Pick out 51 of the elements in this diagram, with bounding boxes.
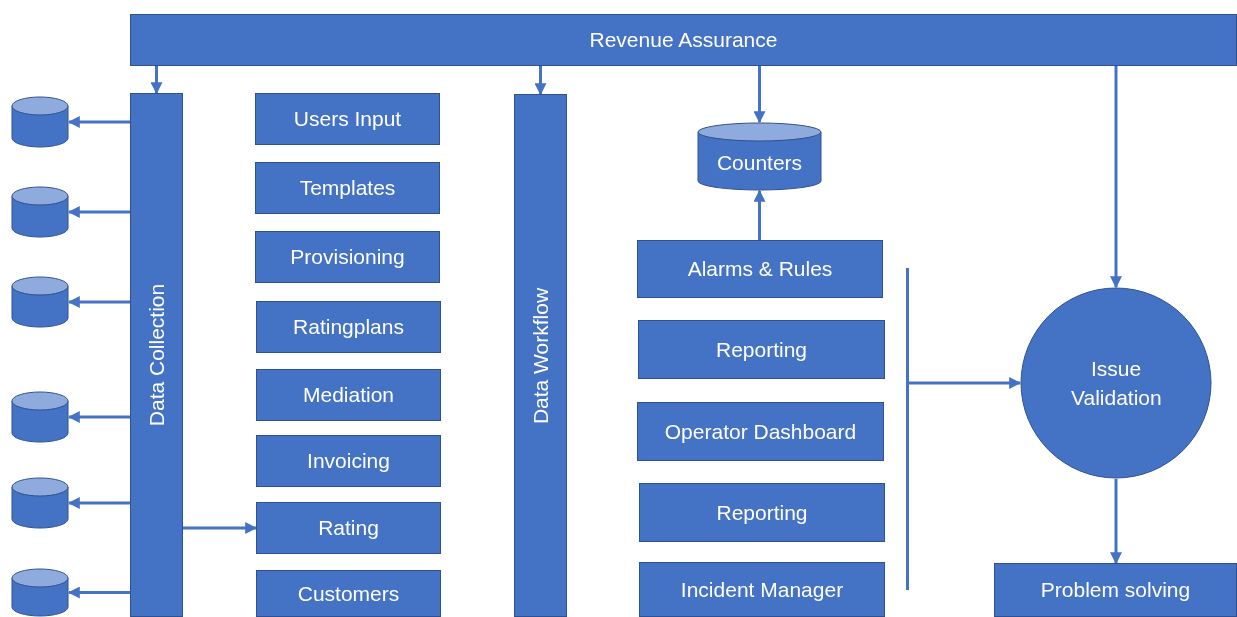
node-label: Rating <box>318 516 379 540</box>
node-label: Incident Manager <box>680 577 844 602</box>
node-label: Ratingplans <box>293 315 404 339</box>
process-box <box>637 402 884 461</box>
arrow <box>67 411 130 423</box>
process-box <box>130 14 1237 66</box>
process-box <box>514 94 567 617</box>
arrow <box>150 66 163 95</box>
process-box <box>638 320 885 379</box>
node-label: Alarms & Rules <box>687 257 833 281</box>
node-label: Reporting <box>715 337 808 362</box>
arrow <box>67 296 130 308</box>
arrow <box>909 377 1022 389</box>
node-label: Data Workflow <box>528 287 553 424</box>
node-label: Operator Dashboard <box>664 419 857 444</box>
process-box <box>255 93 440 145</box>
node-label: Invoicing <box>307 449 390 473</box>
node-label: Data Collection <box>144 283 169 427</box>
process-box <box>255 231 440 283</box>
node-label: Problem solving <box>1040 578 1191 602</box>
arrow <box>67 497 130 509</box>
arrow <box>534 66 547 96</box>
node-label: Mediation <box>302 383 395 407</box>
process-box <box>130 93 183 617</box>
arrow <box>183 522 258 534</box>
node-label: Reporting <box>716 500 808 525</box>
process-box <box>255 162 440 214</box>
vertical-bar <box>906 268 909 590</box>
node-label: Issue Validation <box>1071 355 1161 411</box>
node-label: Customers <box>297 581 400 606</box>
arrow <box>67 206 130 218</box>
process-box <box>637 240 883 298</box>
arrow <box>1110 479 1122 565</box>
node-label: Users Input <box>293 107 402 131</box>
process-box <box>639 483 885 542</box>
arrow <box>67 586 130 599</box>
process-box <box>256 369 441 421</box>
process-box <box>256 301 441 353</box>
process-box <box>256 435 441 487</box>
node-label: Provisioning <box>290 245 405 269</box>
process-box <box>256 570 441 617</box>
node-label: Templates <box>299 176 396 200</box>
arrow <box>753 189 766 240</box>
process-box <box>994 563 1237 617</box>
process-box <box>639 562 885 617</box>
arrow <box>67 116 130 128</box>
arrow <box>753 66 766 124</box>
node-label: Revenue Assurance <box>589 28 778 52</box>
process-box <box>256 502 441 554</box>
arrow <box>1110 66 1122 289</box>
node-label: Counters <box>716 150 803 175</box>
